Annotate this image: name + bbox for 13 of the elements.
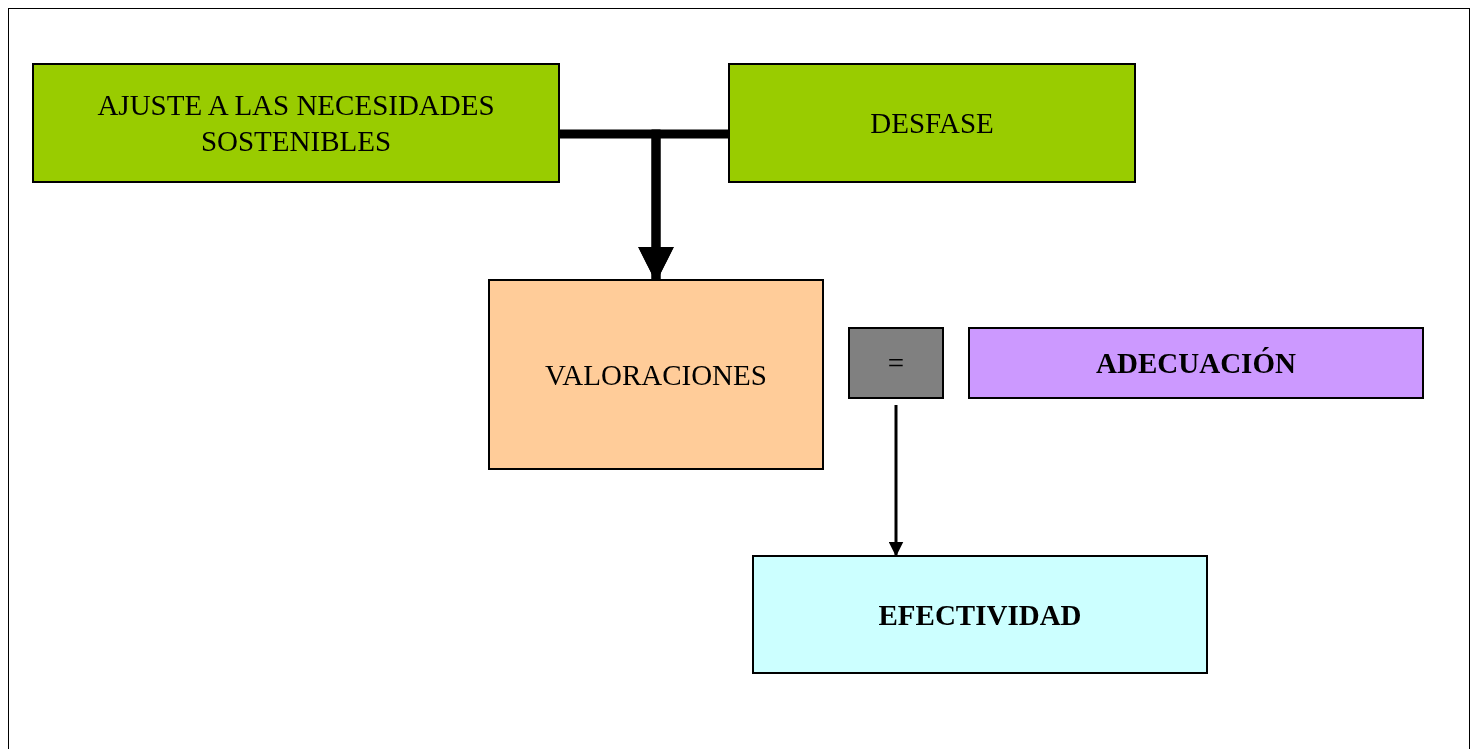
arrow	[888, 405, 904, 557]
node-label: =	[887, 346, 905, 381]
node-label: DESFASE	[870, 106, 994, 141]
equals-box	[848, 327, 944, 399]
node-label: ADECUACIÓN	[1096, 346, 1296, 381]
node-label: VALORACIONES	[545, 357, 767, 393]
result-box	[752, 555, 1208, 674]
process-box	[728, 63, 1136, 183]
node-label: AJUSTE A LAS NECESIDADES SOSTENIBLES	[96, 88, 496, 159]
node-label: EFECTIVIDAD	[878, 597, 1082, 633]
result-box	[968, 327, 1424, 399]
process-box	[32, 63, 560, 183]
process-box	[488, 279, 824, 470]
